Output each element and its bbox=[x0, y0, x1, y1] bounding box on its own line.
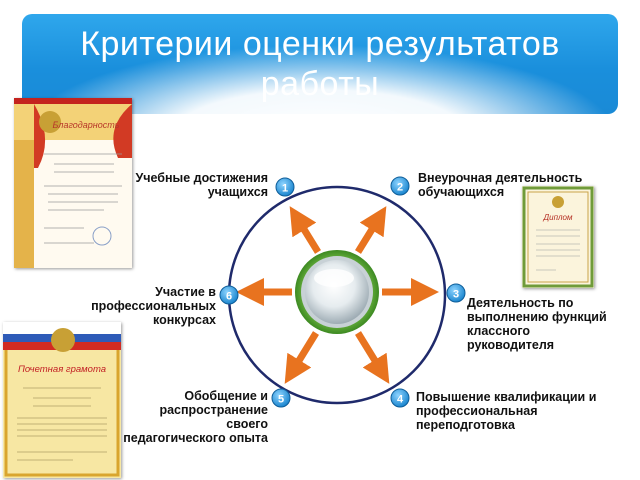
criterion-5-label: Обобщение и распространение своего педаг… bbox=[123, 389, 268, 445]
certificate-heading: Почетная грамота bbox=[18, 364, 106, 375]
badge-1: 1 bbox=[275, 177, 295, 197]
center-hub bbox=[295, 250, 379, 334]
svg-text:1: 1 bbox=[282, 183, 288, 195]
badge-6: 6 bbox=[219, 285, 239, 305]
slide-title: Критерии оценки результатов работы bbox=[80, 25, 560, 103]
svg-text:2: 2 bbox=[397, 182, 403, 194]
arrows bbox=[236, 206, 439, 384]
svg-text:6: 6 bbox=[226, 291, 232, 303]
arrow-5 bbox=[284, 331, 319, 384]
arrow-1 bbox=[289, 206, 321, 254]
badge-2: 2 bbox=[390, 176, 410, 196]
certificate-bottom-left-image: Почетная грамота bbox=[3, 322, 121, 478]
svg-text:3: 3 bbox=[453, 289, 459, 301]
badge-4: 4 bbox=[390, 388, 410, 408]
arrow-2 bbox=[355, 206, 387, 254]
criterion-2-label: Внеурочная деятельность обучающихся bbox=[418, 171, 583, 199]
criterion-6-label: Участие в профессиональных конкурсах bbox=[91, 285, 216, 327]
arrow-4 bbox=[355, 331, 390, 384]
badge-5: 5 bbox=[271, 388, 291, 408]
certificate-heading: Диплом bbox=[543, 213, 573, 222]
title-banner bbox=[22, 14, 618, 114]
svg-text:5: 5 bbox=[278, 394, 284, 406]
criterion-3-label: Деятельность по выполнению функций класс… bbox=[467, 296, 607, 352]
number-badges: 1 2 3 4 5 6 bbox=[219, 176, 466, 408]
certificate-top-left-image: Благодарность bbox=[14, 98, 132, 268]
badge-3: 3 bbox=[446, 283, 466, 303]
svg-text:4: 4 bbox=[397, 394, 404, 406]
certificate-right-image: Диплом bbox=[522, 186, 594, 288]
criterion-1-label: Учебные достижения учащихся bbox=[135, 171, 268, 199]
certificate-heading: Благодарность bbox=[53, 120, 120, 130]
criterion-4-label: Повышение квалификации и профессиональна… bbox=[416, 390, 597, 432]
